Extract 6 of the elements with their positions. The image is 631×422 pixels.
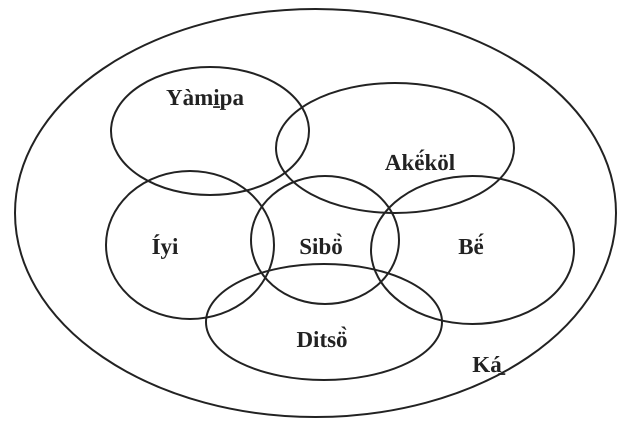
set-label: Ditsö̀ (296, 327, 348, 353)
set-label: Sibö̀ (299, 234, 343, 260)
set-label: Íyi (152, 234, 178, 260)
set-label: Bë́ (458, 234, 484, 260)
set-label: Yàmi̱pa (166, 85, 244, 111)
set-label: Akë́köl (384, 150, 456, 176)
